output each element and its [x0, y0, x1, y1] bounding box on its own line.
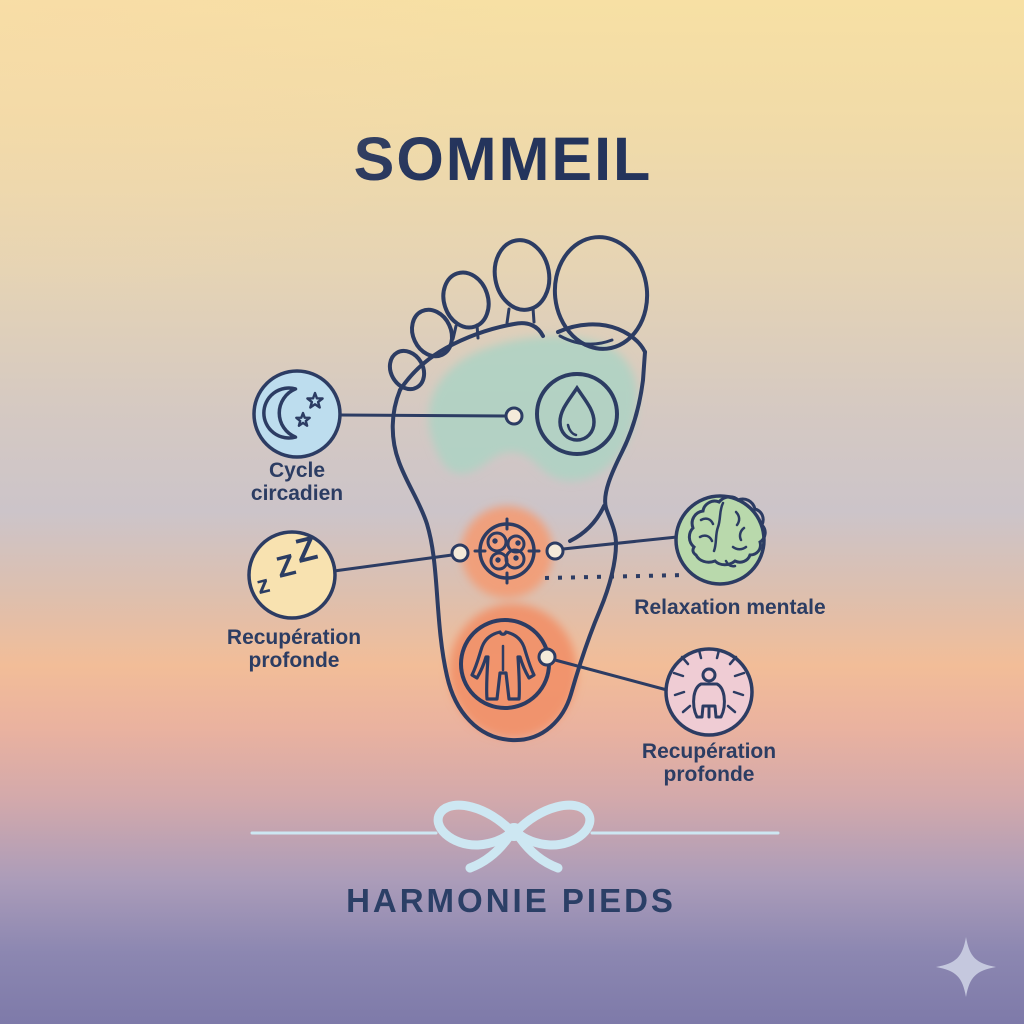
recup-right-circle — [664, 647, 754, 737]
cells-icon — [473, 517, 541, 585]
ball-of-foot-zone — [428, 336, 638, 481]
cycle-circadien-circle — [252, 369, 342, 459]
moon-stars-icon — [262, 386, 324, 440]
recup-left-circle — [247, 530, 337, 620]
connector-cycle — [339, 413, 506, 418]
page-title: SOMMEIL — [353, 125, 653, 193]
label-recuperation-profonde-left: Recupération profonde — [227, 626, 361, 672]
toe-5 — [387, 348, 427, 392]
label-line: Recupération — [641, 740, 777, 763]
label-line: Cycle — [268, 459, 326, 482]
brand-name: HARMONIE PIEDS — [346, 882, 676, 919]
toe-2 — [492, 238, 552, 312]
toe-3 — [441, 270, 491, 330]
toe-joint-lines — [451, 306, 536, 341]
label-line: profonde — [663, 763, 755, 786]
ribbon-bow-icon — [250, 800, 780, 873]
label-line: circadien — [250, 482, 344, 505]
foot-outline — [387, 235, 650, 743]
dotted-line — [544, 573, 687, 580]
big-toe — [552, 235, 650, 351]
water-drop-icon — [535, 372, 619, 456]
arch-crease-line — [568, 504, 606, 543]
foot-zones — [428, 336, 638, 738]
connector-recup-right — [554, 658, 668, 692]
connector-lines — [333, 406, 687, 692]
label-line: Recupération — [226, 626, 362, 649]
label-relaxation-mentale: Relaxation mentale — [634, 596, 825, 619]
toe-4 — [410, 307, 454, 359]
radiant-person-icon — [672, 648, 746, 719]
mid-foot-zone — [461, 506, 553, 598]
heel-zone — [449, 604, 577, 738]
connector-recup-left — [333, 553, 453, 573]
sparkle-icon — [936, 937, 996, 997]
point-markers — [450, 406, 565, 667]
label-recuperation-profonde-right: Recupération profonde — [642, 740, 776, 786]
label-line: profonde — [248, 649, 340, 672]
big-toe-crease — [558, 334, 614, 346]
label-line: Relaxation mentale — [634, 596, 826, 619]
brain-icon — [687, 495, 767, 568]
label-cycle-circadien: Cycle circadien — [251, 459, 343, 505]
connector-relaxation — [562, 535, 678, 551]
